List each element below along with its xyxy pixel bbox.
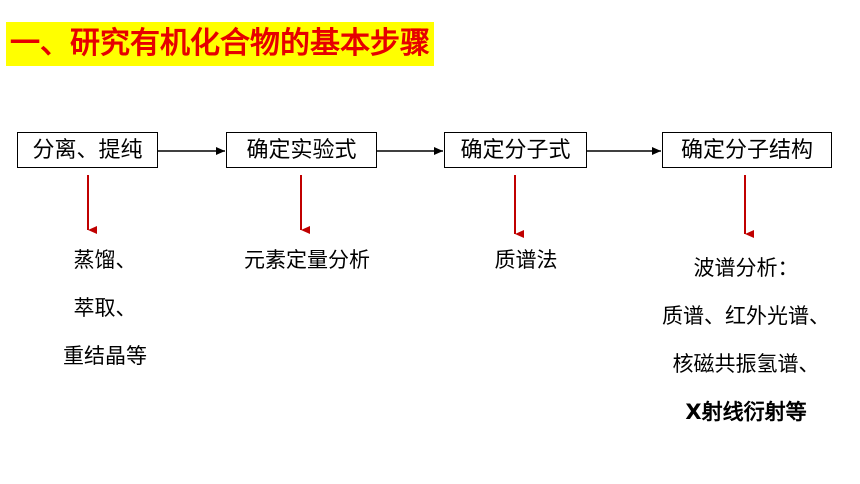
step-molecular-structure: 确定分子结构 (662, 132, 832, 168)
method-note-molecular: 质谱法 (466, 236, 586, 284)
method-note-structure: 波谱分析： 质谱、红外光谱、 核磁共振氢谱、 X射线衍射等 (636, 244, 856, 436)
page-title: 一、研究有机化合物的基本步骤 (6, 22, 434, 66)
step-separation-purification: 分离、提纯 (17, 132, 158, 168)
method-line: 重结晶等 (63, 344, 147, 368)
method-note-empirical: 元素定量分析 (212, 236, 402, 284)
step-empirical-formula: 确定实验式 (226, 132, 377, 168)
method-line: 核磁共振氢谱、 (672, 352, 820, 376)
method-line: 质谱、红外光谱、 (662, 304, 830, 328)
method-line: 质谱法 (494, 248, 558, 272)
method-line: 波谱分析： (693, 256, 799, 280)
method-note-separation: 蒸馏、 萃取、 重结晶等 (40, 236, 170, 380)
step-molecular-formula: 确定分子式 (444, 132, 587, 168)
method-line: 元素定量分析 (244, 248, 370, 272)
method-line: X射线衍射等 (685, 400, 807, 424)
method-line: 萃取、 (73, 296, 137, 320)
method-line: 蒸馏、 (73, 248, 137, 272)
